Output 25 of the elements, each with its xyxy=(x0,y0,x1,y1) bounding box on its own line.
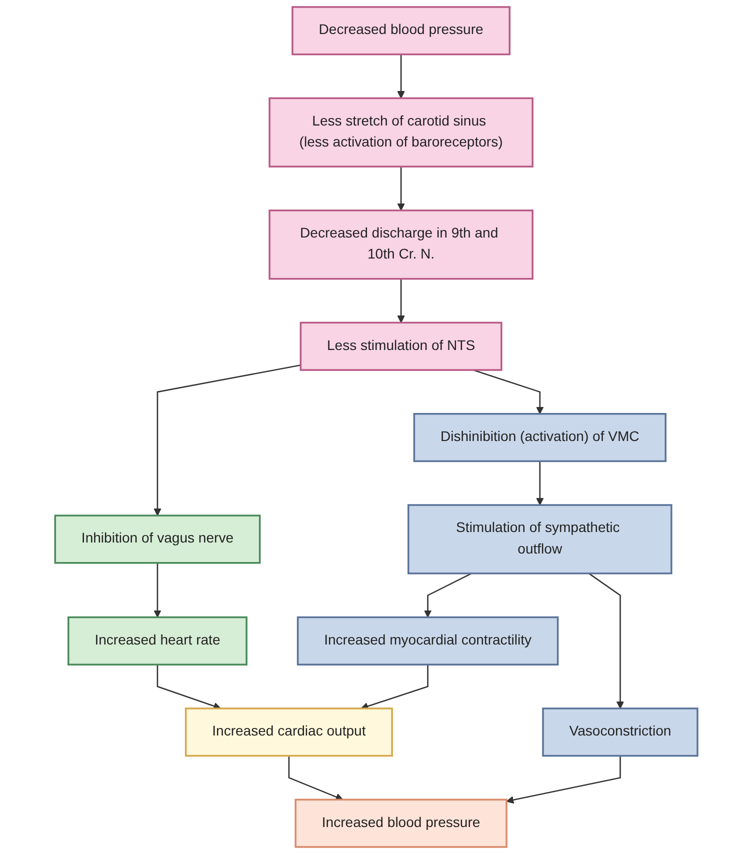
node-box: Stimulation of sympathetic outflow xyxy=(408,504,672,574)
arrow xyxy=(154,364,301,516)
node-box: Vasoconstriction xyxy=(542,708,699,757)
arrow xyxy=(397,278,406,323)
node-box: Less stimulation of NTS xyxy=(300,322,502,371)
node-box: Inhibition of vagus nerve xyxy=(54,514,261,564)
node-box: Less stretch of carotid sinus (less activation of baroreceptors) xyxy=(268,97,534,168)
arrow xyxy=(360,664,429,710)
node-box: Decreased blood pressure xyxy=(292,6,511,56)
node-box: Increased blood pressure xyxy=(294,798,508,848)
arrow xyxy=(157,664,222,710)
node-box: Decreased discharge in 9th and 10th Cr. N. xyxy=(268,210,534,280)
node-box: Increased heart rate xyxy=(68,616,248,666)
arrow xyxy=(154,562,162,618)
node-box: Increased myocardial contractility xyxy=(297,616,559,666)
arrow xyxy=(397,166,406,211)
node-box: Dishinibition (activation) of VMC xyxy=(413,412,667,462)
arrow xyxy=(536,461,544,506)
arrow xyxy=(506,756,622,804)
node-box: Increased cardiac output xyxy=(185,708,394,757)
arrow xyxy=(397,54,406,99)
arrow xyxy=(473,369,544,414)
arrow xyxy=(424,572,472,618)
arrow xyxy=(588,572,624,709)
arrow xyxy=(288,756,344,801)
